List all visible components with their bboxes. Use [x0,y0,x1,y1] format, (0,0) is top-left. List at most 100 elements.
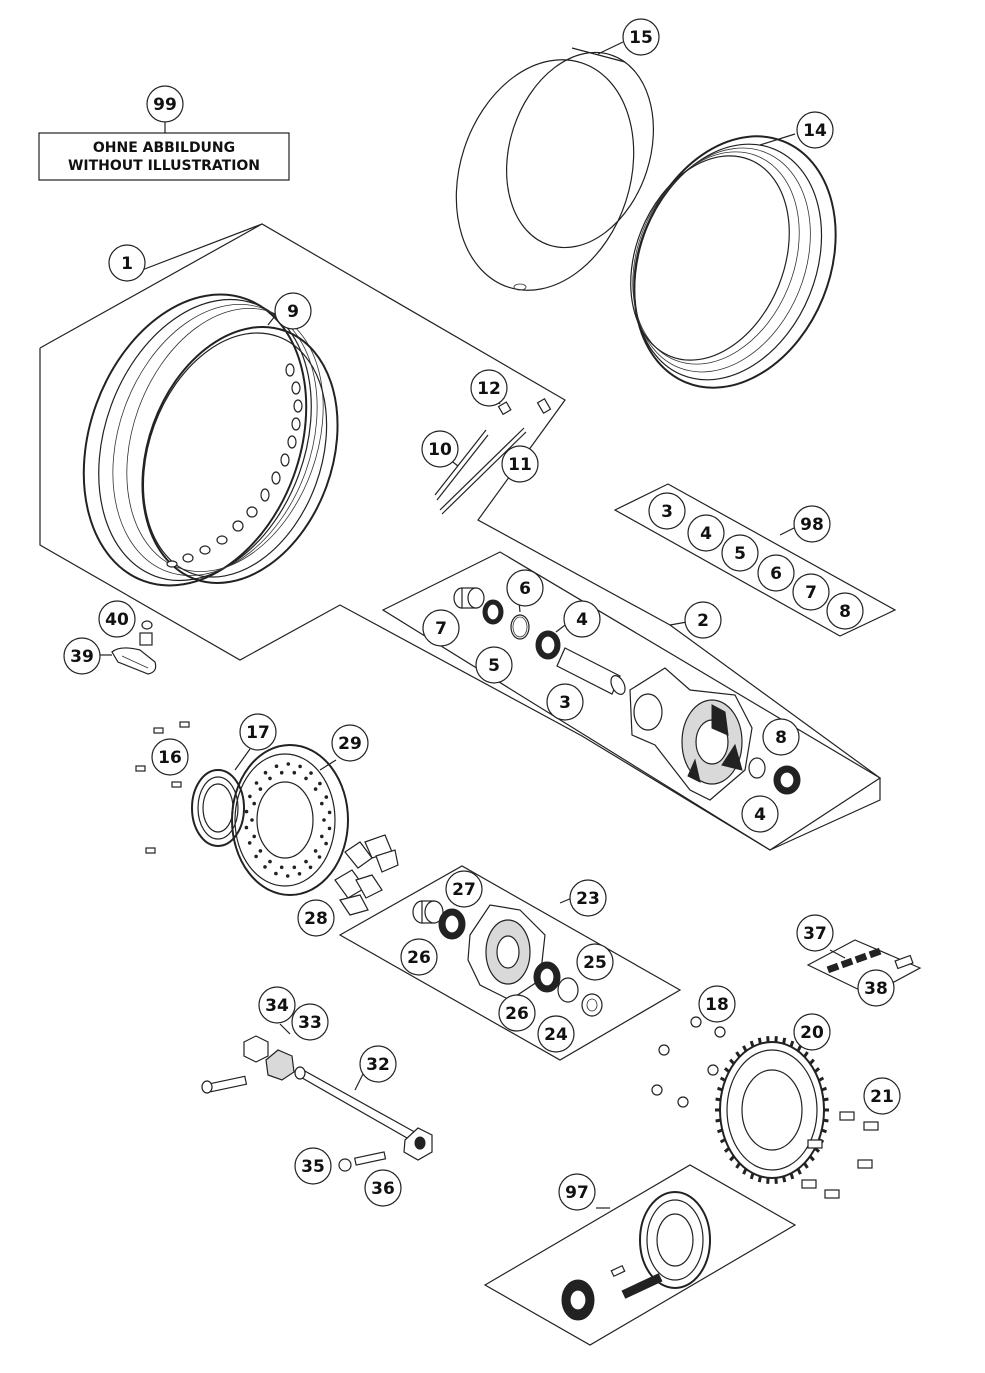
disc-hole [268,859,272,864]
disc-hole [313,849,318,853]
disc-hole [318,781,322,786]
svg-text:23: 23 [576,889,600,909]
sprocket-tooth [782,1037,787,1044]
sprocket-tooth [803,1051,809,1058]
callout-98-4: 4 [687,514,725,552]
assembly-outlines [39,223,922,1346]
disc-hole [254,781,259,785]
sprocket-tooth [808,1058,815,1065]
svg-text:5: 5 [734,544,746,564]
svg-text:24: 24 [544,1025,568,1045]
disc-hole [327,826,332,831]
svg-text:1: 1 [121,254,133,274]
callout-18: 18 [698,985,736,1023]
disc-hole [298,764,302,769]
svg-text:3: 3 [559,693,571,713]
svg-text:10: 10 [428,440,452,460]
callout-14: 14 [796,111,834,149]
callout-16: 16 [151,738,189,776]
svg-text:98: 98 [800,515,824,535]
sprocket-tooth [749,1040,755,1048]
callout-35: 35 [294,1147,332,1185]
sprocket-tooth [814,1067,821,1073]
disc-hole [285,874,290,878]
callout-20: 20 [793,1013,831,1051]
disc-hole [279,865,284,870]
svg-text:3: 3 [661,502,673,522]
disc-hole [317,855,322,859]
svg-text:33: 33 [298,1013,322,1033]
sprocket-tooth [818,1076,825,1082]
disc-hole [304,859,308,864]
sprocket-tooth [803,1162,809,1169]
callout-26b: 26 [498,994,536,1032]
sprocket-tooth [729,1155,736,1162]
sprocket-tooth [742,1168,748,1175]
callout-4b: 4 [741,795,779,833]
sprocket-tooth [808,1155,815,1162]
hub-parts [453,587,801,801]
svg-text:11: 11 [508,455,532,475]
disc-hole [320,834,324,839]
disc-hole [252,801,256,806]
callout-28: 28 [297,899,335,937]
svg-text:4: 4 [576,610,588,630]
callout-98-6: 6 [757,554,795,592]
svg-text:6: 6 [519,579,531,599]
spokes [434,397,552,515]
rim-band [630,135,837,389]
tire-valve [111,620,157,675]
sprocket-tooth [823,1118,829,1123]
sprocket-tooth [735,1162,741,1169]
callout-98: 98 [793,505,831,543]
sprocket-tooth [789,1172,795,1180]
disc-hole [252,834,256,839]
svg-text:35: 35 [301,1157,325,1177]
disc-hole [297,872,302,876]
callout-17: 17 [239,713,277,751]
sprocket-carrier-parts [412,900,603,1017]
sprocket-tooth [749,1172,755,1180]
callout-11: 11 [501,445,539,483]
disc-hole [308,865,313,870]
svg-text:26: 26 [505,1004,529,1024]
callout-32: 32 [359,1045,397,1083]
callout-21: 21 [863,1077,901,1115]
svg-text:36: 36 [371,1179,395,1199]
sprocket-tooth [814,1147,821,1153]
sprocket-tooth [789,1040,795,1048]
disc-hole [309,771,313,775]
svg-text:14: 14 [803,121,827,141]
sprocket-tooth [715,1097,721,1102]
svg-text:8: 8 [839,602,851,622]
callout-29: 29 [331,724,369,762]
callout-bubbles: 99 15 14 1 9 12 10 11 98 3 4 5 6 7 8 40 … [63,18,901,1211]
sprocket-tooth [821,1128,828,1134]
callout-25: 25 [576,943,614,981]
leader-lines [100,41,846,1209]
note-line-2: WITHOUT ILLUSTRATION [68,158,260,174]
callout-26a: 26 [400,938,438,976]
disc-hole [254,854,258,859]
svg-text:2: 2 [697,611,709,631]
sprocket-tooth [729,1058,736,1065]
svg-text:9: 9 [287,302,299,322]
rear-sprocket [715,1036,829,1184]
svg-text:25: 25 [583,953,607,973]
callout-98-5: 5 [721,534,759,572]
disc-holes [244,762,332,878]
sprocket-bolts [801,1111,879,1199]
disc-hole [286,762,291,766]
callout-24: 24 [537,1015,575,1053]
sprocket-tooth [782,1176,787,1183]
svg-text:39: 39 [70,647,94,667]
disc-hole [292,770,297,775]
callout-27: 27 [445,870,483,908]
disc-hole [322,818,326,822]
svg-text:8: 8 [775,728,787,748]
tire-band [455,47,654,291]
svg-text:7: 7 [435,619,447,639]
svg-text:40: 40 [105,610,129,630]
chain-kit [561,1191,711,1321]
callout-8: 8 [762,718,800,756]
